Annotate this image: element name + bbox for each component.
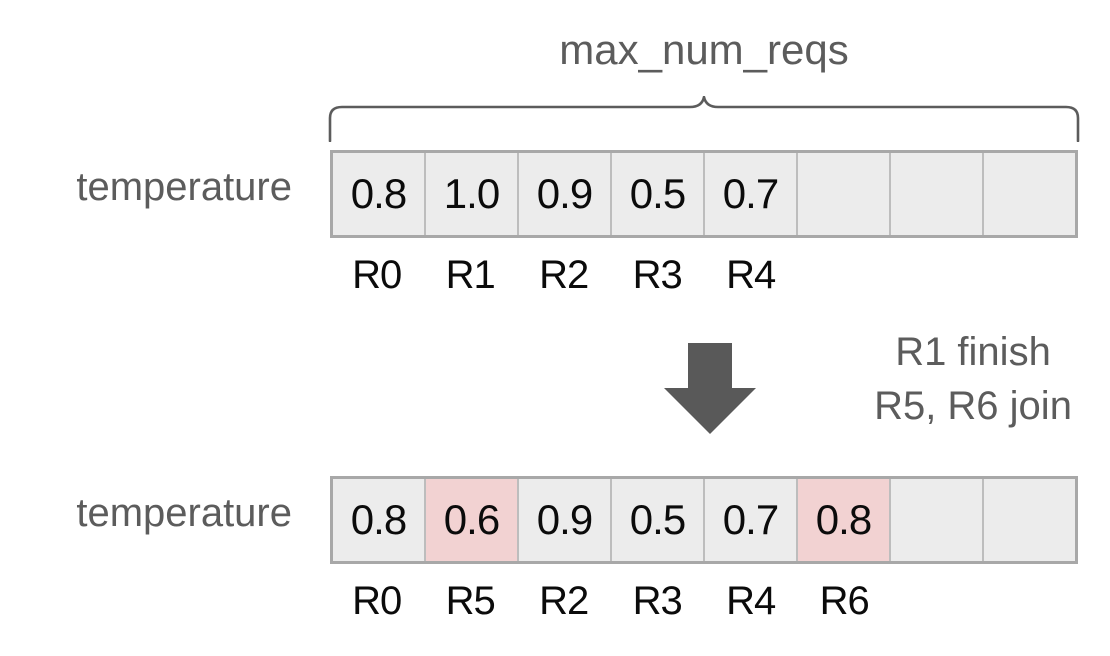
request-id-label: R3 bbox=[632, 579, 683, 623]
request-id-label bbox=[891, 252, 985, 298]
capacity-label: max_num_reqs bbox=[559, 26, 849, 73]
request-id-label: R2 bbox=[539, 253, 589, 297]
array-cell[interactable]: 0.7 bbox=[705, 479, 798, 561]
capacity-brace-icon bbox=[328, 96, 1080, 142]
request-id-label: R6 bbox=[819, 579, 870, 623]
request-id-row-before: R0 R1 R2 R3 R4 bbox=[330, 252, 1078, 298]
request-id-label: R4 bbox=[726, 579, 776, 623]
transition-note: R1 finish R5, R6 join bbox=[848, 325, 1098, 433]
request-id-label: R0 bbox=[352, 579, 402, 623]
request-id-label: R0 bbox=[352, 253, 402, 297]
request-id-label: R3 bbox=[632, 253, 683, 297]
request-id-label bbox=[985, 252, 1079, 298]
transition-note-line-2: R5, R6 join bbox=[874, 384, 1072, 428]
array-cell[interactable]: 1.0 bbox=[426, 153, 519, 235]
request-id-label bbox=[891, 578, 985, 624]
request-id-label: R4 bbox=[726, 253, 776, 297]
array-cell[interactable]: 0.8 bbox=[333, 153, 426, 235]
row-label-after: temperature bbox=[76, 491, 292, 535]
array-cell[interactable]: 0.5 bbox=[612, 479, 705, 561]
array-cell[interactable]: 0.7 bbox=[705, 153, 798, 235]
array-cell[interactable]: 0.9 bbox=[519, 153, 612, 235]
temperature-array-before: 0.8 1.0 0.9 0.5 0.7 bbox=[330, 150, 1078, 238]
array-cell[interactable]: 0.5 bbox=[612, 153, 705, 235]
request-id-label bbox=[798, 252, 892, 298]
request-id-row-after: R0 R5 R2 R3 R4 R6 bbox=[330, 578, 1078, 624]
row-label-before: temperature bbox=[76, 165, 292, 209]
array-cell[interactable]: 0.8 bbox=[333, 479, 426, 561]
array-cell[interactable]: 0.9 bbox=[519, 479, 612, 561]
temperature-array-after: 0.8 0.6 0.9 0.5 0.7 0.8 bbox=[330, 476, 1078, 564]
transition-note-line-1: R1 finish bbox=[895, 330, 1051, 374]
request-id-label: R1 bbox=[445, 253, 496, 297]
array-cell-highlighted[interactable]: 0.8 bbox=[798, 479, 891, 561]
array-cell[interactable] bbox=[984, 153, 1075, 235]
down-arrow-icon bbox=[663, 343, 757, 435]
array-cell[interactable] bbox=[891, 479, 984, 561]
array-cell[interactable] bbox=[798, 153, 891, 235]
array-cell[interactable] bbox=[984, 479, 1075, 561]
request-id-label: R5 bbox=[445, 579, 496, 623]
array-cell[interactable] bbox=[891, 153, 984, 235]
request-id-label bbox=[985, 578, 1079, 624]
request-id-label: R2 bbox=[539, 579, 589, 623]
array-cell-highlighted[interactable]: 0.6 bbox=[426, 479, 519, 561]
